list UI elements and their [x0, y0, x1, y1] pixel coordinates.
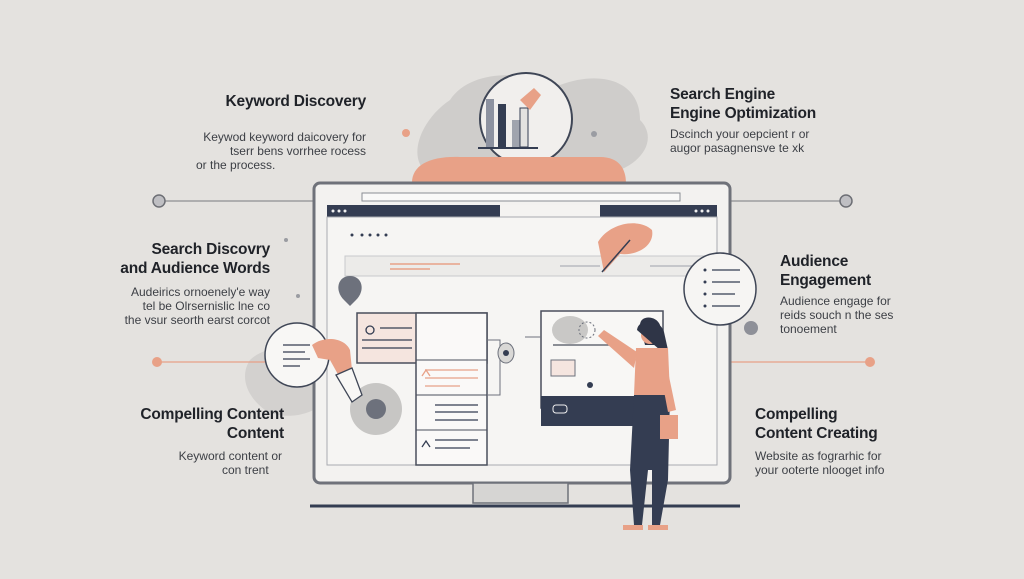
decor-dot [402, 129, 410, 137]
decor-dot [591, 131, 597, 137]
seo-title: Search Engine Engine Optimization [670, 86, 817, 122]
compelling-content-right-body: Website as fograrhic for your ooterte nl… [755, 449, 885, 477]
feather-icon [598, 223, 653, 272]
connector-dot [865, 357, 875, 367]
map-pin-icon [338, 276, 362, 306]
keyword-discovery-block: Keyword Discovery [150, 92, 367, 111]
decor-dot [296, 294, 300, 298]
compelling-content-left-title: Compelling Content Content [140, 406, 284, 442]
bar-icon [512, 120, 520, 147]
hand-icon [312, 338, 352, 378]
pencil-icon [520, 88, 541, 110]
decor-dot [284, 238, 288, 242]
bar-icon [498, 104, 506, 147]
keyword-discovery-body: Keywod keyword daicovery for tserr bens … [196, 130, 366, 172]
navy-panel [541, 396, 641, 426]
decor-dot [744, 321, 758, 335]
person-figure [598, 317, 678, 530]
seo-body: Dscinch your oepcient r or augor pasagne… [670, 127, 810, 155]
connector-dot [152, 194, 166, 208]
bar-icon [486, 99, 494, 147]
search-discovery-title: Search Discovry and Audience Words [120, 241, 270, 277]
connector-dot [152, 357, 162, 367]
audience-engagement-body: Audience engage for reids souch n the se… [780, 294, 894, 336]
search-discovery-body: Audeirics ornoenely'e way tel be Olrsern… [124, 285, 270, 327]
connector-dot [839, 194, 853, 208]
monitor-stand [472, 482, 569, 504]
accent-shape [412, 156, 626, 183]
keyword-discovery-title: Keyword Discovery [225, 93, 367, 110]
compelling-content-right-title: Compelling Content Creating [755, 406, 878, 442]
compelling-content-left-body: Keyword content or con trent [178, 449, 282, 477]
speech-bubble [683, 252, 757, 326]
audience-engagement-title: Audience Engagement [780, 253, 872, 289]
